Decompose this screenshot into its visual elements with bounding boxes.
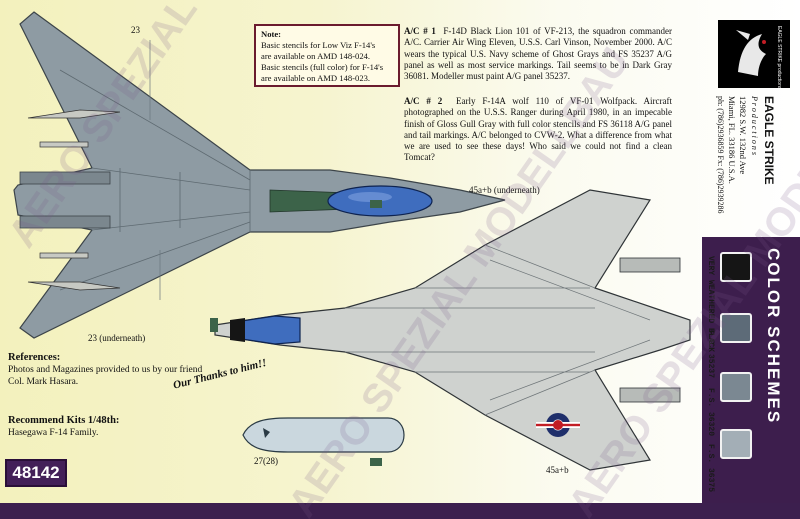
brand-sub: P r o d u c t i o n s: [750, 96, 759, 155]
ac1-description: A/C # 1 F-14D Black Lion 101 of VF-213, …: [404, 26, 672, 82]
ac2-label: A/C # 2: [404, 96, 443, 106]
note-title: Note:: [261, 29, 282, 39]
decal-label-45-underneath: 45a+b (underneath): [469, 185, 540, 195]
swatch-label-35237: F.S. 35237: [706, 330, 715, 379]
brand-address: 12982 S.W. 132nd Ave: [738, 96, 748, 175]
logo-text: EAGLE STRIKE productions: [776, 26, 782, 90]
decal-label-23-underneath: 23 (underneath): [88, 333, 146, 343]
note-line: are available on AMD 148-024.: [261, 51, 371, 61]
references-line: Photos and Magazines provided to us by o…: [8, 365, 203, 375]
footer-bar: [0, 503, 800, 519]
swatch-label-36320: F.S. 36320: [706, 388, 715, 437]
kits-line: Hasegawa F-14 Family.: [8, 428, 99, 438]
drop-tank-drawing: [242, 417, 405, 453]
color-schemes-panel: [702, 237, 800, 503]
eagle-logo-icon: [736, 30, 766, 76]
decal-label-45: 45a+b: [546, 465, 569, 475]
swatch-label-36375: F.S. 36375: [706, 444, 715, 493]
decal-label-23: 23: [131, 25, 140, 35]
note-line: Basic stencils (full color) for F-14's: [261, 62, 384, 72]
note-line: Basic stencils for Low Viz F-14's: [261, 40, 376, 50]
aircraft-2-underside-view: [210, 189, 691, 471]
swatch-fs-36375: [720, 429, 752, 459]
product-code-badge: 48142: [5, 459, 67, 487]
ac2-text: Early F-14A wolf 110 of VF-01 Wolfpack. …: [404, 96, 673, 163]
note-line: are available on AMD 148-023.: [261, 73, 371, 83]
swatch-fs-36320: [720, 372, 752, 402]
swatch-label-black: VERY WEATHERED BLACK: [706, 256, 715, 353]
ac2-description: A/C # 2 Early F-14A wolf 110 of VF-01 Wo…: [404, 96, 672, 164]
references-title: References:: [8, 352, 61, 363]
references-block: References: Photos and Magazines provide…: [8, 352, 202, 388]
kits-title: Recommend Kits 1/48th:: [8, 415, 120, 426]
brand-name: EAGLE STRIKE: [762, 96, 776, 185]
aircraft-1-top-view: [13, 11, 506, 339]
decal-label-27: 27(28): [254, 456, 278, 466]
brand-city: Miami, FL. 33186 U.S.A.: [727, 96, 737, 184]
ac1-label: A/C # 1: [404, 26, 436, 36]
note-box: Note: Basic stencils for Low Viz F-14's …: [254, 24, 400, 87]
color-schemes-title: COLOR SCHEMES: [764, 248, 783, 425]
brand-phone: ph: (786)2936859 Fx: (786)2939286: [716, 96, 725, 214]
references-line: Col. Mark Hasara.: [8, 377, 79, 387]
swatch-fs-35237: [720, 313, 752, 343]
swatch-very-weathered-black: [720, 252, 752, 282]
ac1-text: F-14D Black Lion 101 of VF-213, the squa…: [404, 26, 672, 82]
brand-logo: EAGLE STRIKE productions: [718, 20, 790, 90]
kits-block: Recommend Kits 1/48th: Hasegawa F-14 Fam…: [8, 415, 119, 439]
